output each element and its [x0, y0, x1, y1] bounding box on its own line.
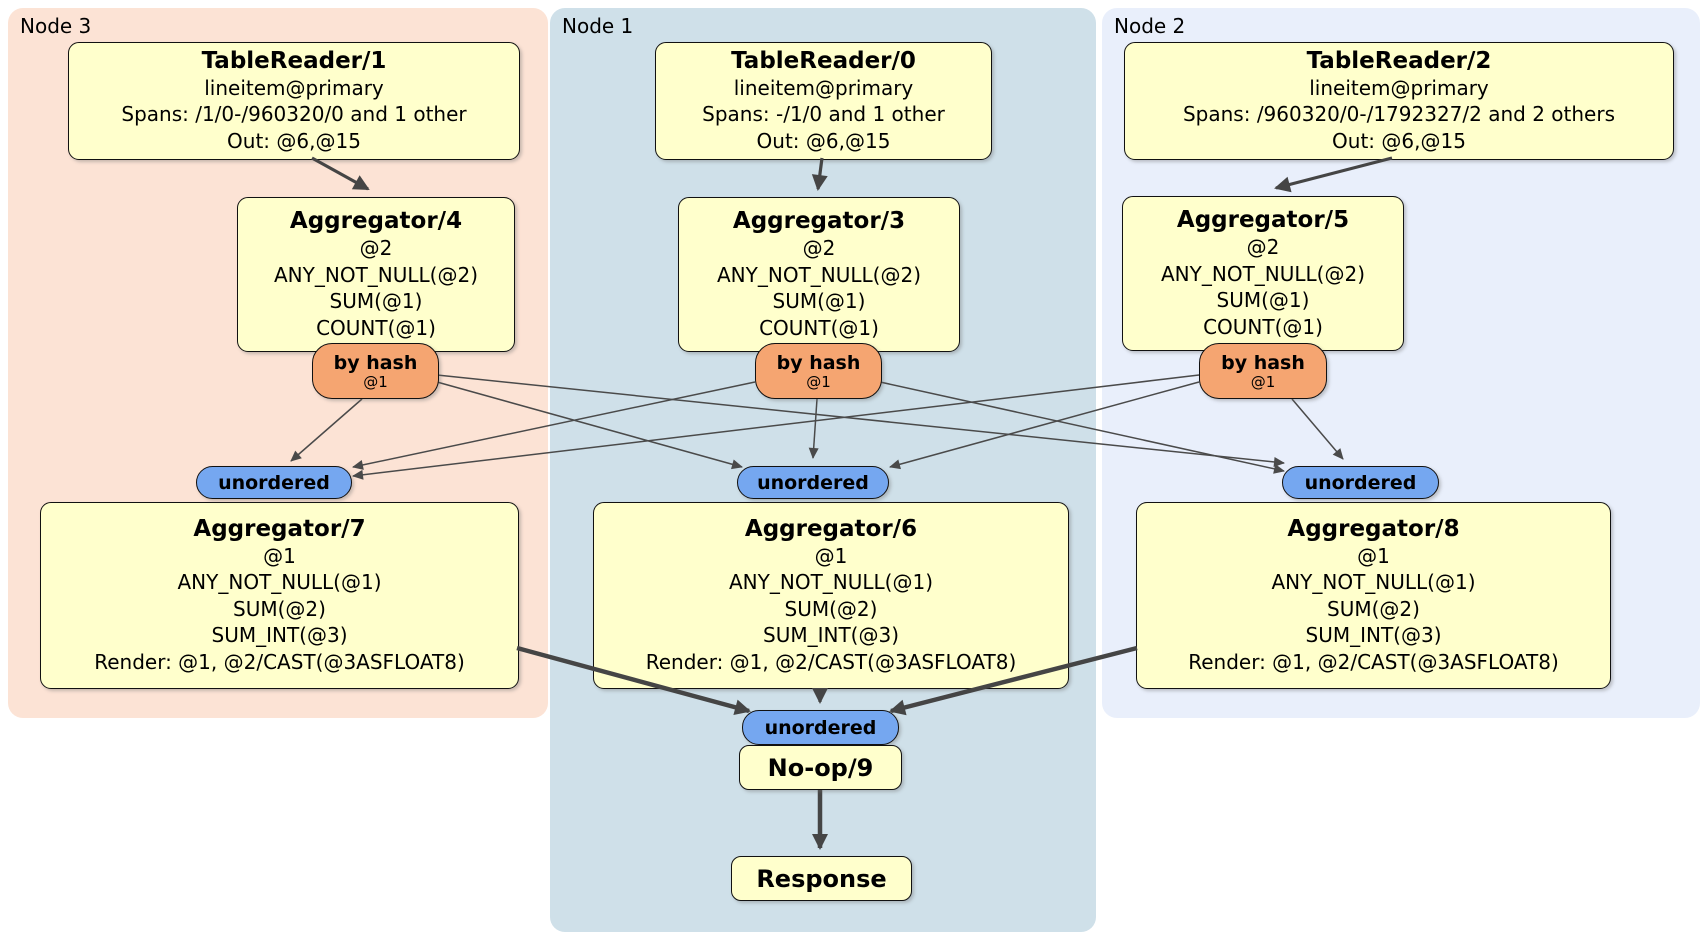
tablereader1-title: TableReader/1 — [201, 47, 387, 74]
aggregator7-fn3: SUM_INT(@3) — [211, 623, 348, 648]
node3-label: Node 3 — [20, 14, 92, 38]
aggregator7-fn2: SUM(@2) — [233, 596, 326, 621]
aggregator7-title: Aggregator/7 — [193, 515, 366, 542]
aggregator3-fn1: ANY_NOT_NULL(@2) — [717, 262, 921, 287]
tablereader0-title: TableReader/0 — [731, 47, 916, 74]
tablereader2-index: lineitem@primary — [1309, 75, 1489, 100]
tablereader0-index: lineitem@primary — [733, 75, 914, 100]
unordered-sync-node1: unordered — [737, 466, 889, 499]
aggregator7-box: Aggregator/7 @1 ANY_NOT_NULL(@1) SUM(@2)… — [40, 502, 519, 689]
hash-router-node2-detail: @1 — [1250, 372, 1276, 391]
tablereader2-title: TableReader/2 — [1306, 47, 1492, 74]
tablereader1-out: Out: @6,@15 — [227, 128, 361, 153]
aggregator7-fn1: ANY_NOT_NULL(@1) — [177, 570, 382, 595]
aggregator6-fn1: ANY_NOT_NULL(@1) — [729, 570, 933, 595]
aggregator3-box: Aggregator/3 @2 ANY_NOT_NULL(@2) SUM(@1)… — [678, 197, 960, 352]
hash-router-node3: by hash @1 — [312, 343, 439, 399]
aggregator3-fn3: COUNT(@1) — [759, 315, 879, 340]
aggregator6-title: Aggregator/6 — [744, 515, 918, 542]
aggregator8-fn3: SUM_INT(@3) — [1305, 623, 1442, 648]
node2-label: Node 2 — [1114, 14, 1186, 38]
hash-router-node2-label: by hash — [1221, 351, 1305, 374]
aggregator3-title: Aggregator/3 — [732, 208, 906, 234]
aggregator6-box: Aggregator/6 @1 ANY_NOT_NULL(@1) SUM(@2)… — [593, 502, 1069, 689]
aggregator6-render: Render: @1, @2/CAST(@3ASFLOAT8) — [645, 649, 1017, 674]
aggregator4-title: Aggregator/4 — [289, 208, 463, 234]
tablereader2-box: TableReader/2 lineitem@primary Spans: /9… — [1124, 42, 1674, 160]
router-sync-edges — [290, 374, 1344, 480]
aggregator4-fn3: COUNT(@1) — [316, 315, 436, 340]
tablereader2-spans: Spans: /960320/0-/1792327/2 and 2 others — [1182, 102, 1615, 127]
aggregator5-fn3: COUNT(@1) — [1203, 314, 1323, 339]
unordered-sync-node3: unordered — [196, 466, 352, 499]
node1-label: Node 1 — [562, 14, 634, 38]
tablereader1-box: TableReader/1 lineitem@primary Spans: /1… — [68, 42, 520, 160]
tablereader0-box: TableReader/0 lineitem@primary Spans: -/… — [655, 42, 992, 160]
aggregator5-box: Aggregator/5 @2 ANY_NOT_NULL(@2) SUM(@1)… — [1122, 196, 1404, 351]
aggregator8-group: @1 — [1357, 543, 1390, 568]
tablereader0-spans: Spans: -/1/0 and 1 other — [702, 102, 945, 127]
noop-box: No-op/9 — [739, 745, 902, 790]
aggregator3-group: @2 — [802, 236, 836, 260]
aggregator8-title: Aggregator/8 — [1287, 515, 1460, 542]
hash-router-node1-label: by hash — [776, 351, 861, 374]
aggregator6-group: @1 — [814, 543, 848, 568]
aggregator6-fn2: SUM(@2) — [784, 596, 878, 621]
tablereader1-index: lineitem@primary — [204, 75, 384, 100]
aggregator4-fn1: ANY_NOT_NULL(@2) — [274, 262, 478, 287]
aggregator8-render: Render: @1, @2/CAST(@3ASFLOAT8) — [1188, 649, 1559, 674]
aggregator4-group: @2 — [359, 236, 393, 260]
aggregator3-fn2: SUM(@1) — [772, 289, 866, 313]
aggregator5-fn1: ANY_NOT_NULL(@2) — [1161, 261, 1365, 286]
final-stage-edges — [516, 645, 1138, 850]
aggregator4-box: Aggregator/4 @2 ANY_NOT_NULL(@2) SUM(@1)… — [237, 197, 515, 352]
aggregator5-fn2: SUM(@1) — [1216, 288, 1310, 312]
tablereader1-spans: Spans: /1/0-/960320/0 and 1 other — [121, 102, 467, 127]
hash-router-node1-detail: @1 — [806, 372, 831, 391]
unordered-sync-node2: unordered — [1282, 466, 1439, 499]
aggregator8-fn2: SUM(@2) — [1327, 596, 1420, 621]
unordered-sync-final: unordered — [742, 710, 899, 745]
tablereader2-out: Out: @6,@15 — [1332, 128, 1466, 153]
aggregator5-group: @2 — [1246, 235, 1280, 259]
tablereader-aggregator-edges — [311, 156, 1393, 704]
hash-router-node3-detail: @1 — [363, 372, 388, 391]
aggregator5-title: Aggregator/5 — [1176, 207, 1350, 233]
hash-router-node2: by hash @1 — [1199, 343, 1327, 399]
aggregator7-render: Render: @1, @2/CAST(@3ASFLOAT8) — [94, 649, 465, 674]
aggregator8-box: Aggregator/8 @1 ANY_NOT_NULL(@1) SUM(@2)… — [1136, 502, 1611, 689]
tablereader0-out: Out: @6,@15 — [756, 128, 891, 153]
hash-router-node3-label: by hash — [333, 351, 418, 374]
aggregator7-group: @1 — [263, 543, 296, 568]
response-box: Response — [731, 856, 912, 901]
hash-router-node1: by hash @1 — [755, 343, 882, 399]
aggregator4-fn2: SUM(@1) — [329, 289, 423, 313]
aggregator6-fn3: SUM_INT(@3) — [763, 623, 899, 648]
aggregator8-fn1: ANY_NOT_NULL(@1) — [1271, 570, 1476, 595]
